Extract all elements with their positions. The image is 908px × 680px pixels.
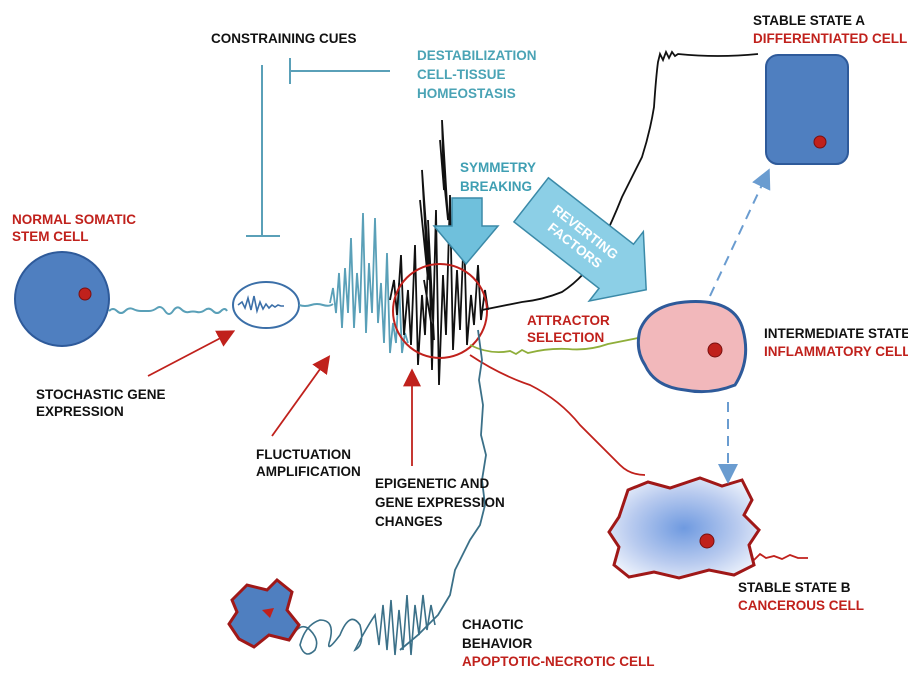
fluctuation-line-2: AMPLIFICATION bbox=[256, 463, 361, 480]
dashed-arrow-to-differentiated bbox=[710, 172, 768, 296]
epigenetic-label: EPIGENETIC AND GENE EXPRESSION CHANGES bbox=[375, 474, 505, 531]
stochastic-line-2: EXPRESSION bbox=[36, 403, 166, 420]
cancerous-cell-label: CANCEROUS CELL bbox=[738, 597, 864, 614]
epigenetic-line-3: CHANGES bbox=[375, 512, 505, 531]
attractor-selection-label: ATTRACTOR SELECTION bbox=[527, 312, 610, 346]
stable-state-b-label: STABLE STATE B bbox=[738, 579, 851, 596]
stochastic-noise bbox=[238, 296, 284, 311]
apoptotic-cell bbox=[229, 580, 299, 647]
stochastic-line-1: STOCHASTIC GENE bbox=[36, 386, 166, 403]
symmetry-breaking-line-1: SYMMETRY bbox=[460, 158, 536, 177]
epigenetic-line-2: GENE EXPRESSION bbox=[375, 493, 505, 512]
stable-state-a-label: STABLE STATE A bbox=[753, 12, 865, 29]
normal-stem-cell bbox=[15, 252, 109, 346]
fluctuation-label: FLUCTUATION AMPLIFICATION bbox=[256, 446, 361, 480]
destabilization-line-1: DESTABILIZATION bbox=[417, 46, 537, 65]
constraining-cues-label: CONSTRAINING CUES bbox=[211, 30, 357, 47]
path-to-cancerous bbox=[470, 355, 645, 475]
stochastic-wiggle-line bbox=[109, 307, 227, 314]
chaotic-line-1: CHAOTIC bbox=[462, 615, 532, 634]
fluctuation-line-1: FLUCTUATION bbox=[256, 446, 361, 463]
normal-somatic-line-1: NORMAL SOMATIC bbox=[12, 211, 136, 228]
symmetry-breaking-arrow bbox=[434, 198, 498, 264]
normal-somatic-label: NORMAL SOMATIC STEM CELL bbox=[12, 211, 136, 245]
symmetry-breaking-line-2: BREAKING bbox=[460, 177, 536, 196]
attractor-selection-line-2: SELECTION bbox=[527, 329, 610, 346]
constraining-cue-connector bbox=[246, 58, 390, 236]
stochastic-label: STOCHASTIC GENE EXPRESSION bbox=[36, 386, 166, 420]
intermediate-state-label: INTERMEDIATE STATE bbox=[764, 325, 908, 342]
epigenetic-line-1: EPIGENETIC AND bbox=[375, 474, 505, 493]
chaotic-label: CHAOTIC BEHAVIOR bbox=[462, 615, 532, 653]
destabilization-line-3: HOMEOSTASIS bbox=[417, 84, 537, 103]
destabilization-line-2: CELL-TISSUE bbox=[417, 65, 537, 84]
destabilization-label: DESTABILIZATION CELL-TISSUE HOMEOSTASIS bbox=[417, 46, 537, 103]
normal-somatic-line-2: STEM CELL bbox=[12, 228, 136, 245]
inflammatory-cell bbox=[638, 302, 745, 392]
chaotic-line-2: BEHAVIOR bbox=[462, 634, 532, 653]
attractor-selection-line-1: ATTRACTOR bbox=[527, 312, 610, 329]
cancerous-cell bbox=[609, 478, 759, 578]
symmetry-breaking-label: SYMMETRY BREAKING bbox=[460, 158, 536, 196]
fluctuation-spikes bbox=[330, 213, 408, 353]
differentiated-cell-label: DIFFERENTIATED CELL bbox=[753, 30, 907, 47]
chaotic-scribble bbox=[290, 595, 435, 655]
fluctuation-pointer-arrow bbox=[272, 358, 328, 436]
inflammatory-cell-label: INFLAMMATORY CELL bbox=[764, 343, 908, 360]
apoptotic-label: APOPTOTIC-NECROTIC CELL bbox=[462, 653, 655, 670]
differentiated-cell bbox=[766, 55, 848, 164]
stochastic-pointer-arrow bbox=[148, 332, 232, 376]
